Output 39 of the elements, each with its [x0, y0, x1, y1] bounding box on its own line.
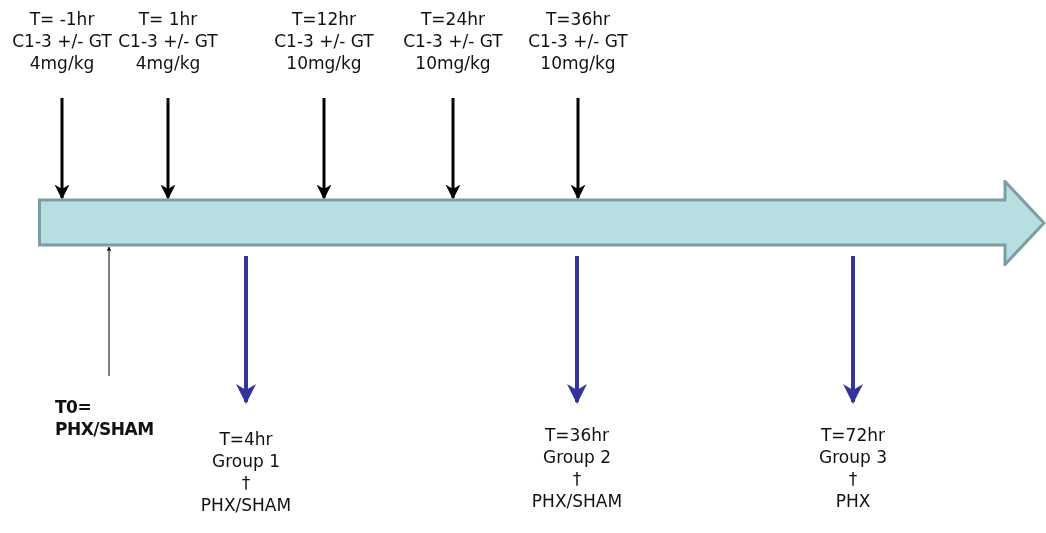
arrow — [54, 98, 70, 200]
sacrifice-label: † — [848, 469, 858, 489]
timeline-arrow — [38, 180, 1046, 266]
dose-label: 10mg/kg — [286, 53, 362, 73]
dose-label: T=24hr — [421, 9, 485, 29]
dose-label: 4mg/kg — [29, 53, 95, 73]
dose-label: C1-3 +/- GT — [118, 31, 218, 51]
dose-label: C1-3 +/- GT — [403, 31, 503, 51]
dose-label: 10mg/kg — [415, 53, 491, 73]
sacrifice-label: T=72hr — [821, 425, 885, 445]
sacrifice-label: Group 3 — [819, 447, 887, 467]
arrow — [316, 98, 332, 200]
surgery-label: T0= — [55, 397, 92, 417]
dose-label: 4mg/kg — [135, 53, 201, 73]
sacrifice-label: PHX — [835, 491, 871, 511]
dose-label: T=12hr — [292, 9, 356, 29]
dose-label: C1-3 +/- GT — [274, 31, 374, 51]
arrow — [570, 98, 586, 200]
arrow — [567, 256, 587, 404]
sacrifice-label: PHX/SHAM — [531, 491, 623, 511]
sacrifice-label: Group 1 — [212, 451, 280, 471]
dose-label: T= -1hr — [29, 9, 95, 29]
sacrifice-label: PHX/SHAM — [200, 495, 292, 515]
arrow — [843, 256, 863, 404]
sacrifice-label: † — [572, 469, 582, 489]
arrow — [445, 98, 461, 200]
dose-label: C1-3 +/- GT — [528, 31, 628, 51]
surgery-label: PHX/SHAM — [55, 419, 154, 439]
sacrifice-label: T=4hr — [219, 429, 273, 449]
arrow — [236, 256, 256, 404]
dose-label: 10mg/kg — [540, 53, 616, 73]
sacrifice-label: T=36hr — [545, 425, 609, 445]
dose-label: T= 1hr — [138, 9, 198, 29]
arrow — [106, 246, 112, 377]
arrow — [160, 98, 176, 200]
sacrifice-label: † — [241, 473, 251, 493]
dose-label: T=36hr — [546, 9, 610, 29]
sacrifice-label: Group 2 — [543, 447, 611, 467]
dose-label: C1-3 +/- GT — [12, 31, 112, 51]
